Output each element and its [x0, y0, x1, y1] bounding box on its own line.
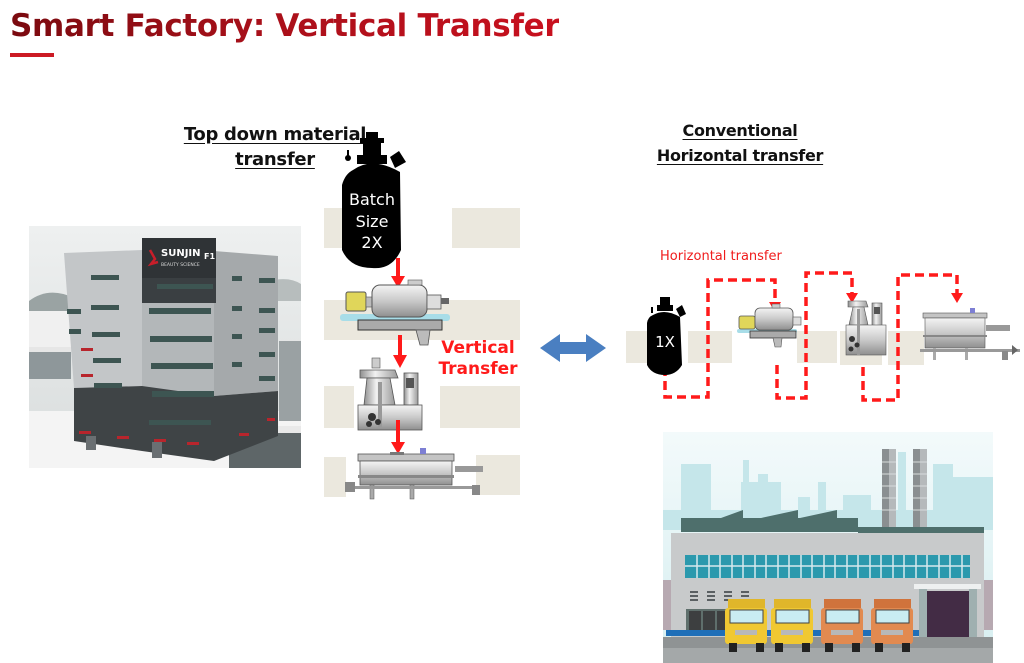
floor-slab: [797, 331, 837, 363]
floor-slab: [888, 331, 924, 365]
storage-tank-icon: [345, 448, 483, 500]
window-grid: [685, 555, 970, 578]
floor-slab: [324, 386, 354, 428]
vertical-transfer-label: Vertical Transfer: [438, 338, 518, 380]
homogenizer-icon: [845, 300, 887, 356]
floor-slab: [452, 208, 520, 248]
storage-tank-icon: [920, 308, 1020, 360]
double-headed-arrow-icon: [540, 334, 606, 362]
title-underline: [10, 53, 54, 57]
floor-slab: [324, 457, 346, 497]
down-arrow-icon: [393, 335, 407, 368]
vertical-label-line2: Transfer: [438, 359, 518, 379]
floor-slab: [688, 331, 732, 363]
factory-with-trucks-illustration: [663, 432, 993, 663]
homogenizer-icon: [357, 357, 423, 431]
horizontal-transfer-label: Horizontal transfer: [660, 249, 782, 264]
vertical-label-line1: Vertical: [441, 338, 515, 358]
reactor-vessel-icon: [342, 132, 406, 269]
floor-slab: [440, 386, 520, 428]
truck-icon: [771, 599, 813, 652]
down-arrow-icon: [391, 420, 405, 454]
truck-icon: [871, 599, 913, 652]
horizontal-mixer-icon: [340, 279, 450, 346]
floor-slab: [324, 208, 342, 248]
reactor-label-line3: 2X: [361, 233, 382, 252]
right-heading-line2: Horizontal transfer: [656, 146, 824, 165]
sign-brand-text: SUNJIN: [161, 248, 201, 259]
garage-door: [927, 591, 969, 637]
reactor-label-line2: Size: [356, 212, 389, 231]
horizontal-transfer-diagram: 1X: [647, 271, 1020, 402]
factory-illustration: [663, 432, 993, 663]
slide-title: Smart Factory: Vertical Transfer: [10, 8, 560, 44]
down-arrow-icon: [391, 258, 405, 288]
reactor-label-line1: Batch: [349, 190, 395, 209]
reactor-1x-label: 1X: [655, 333, 675, 351]
sign-sub-text: BEAUTY SCIENCE: [161, 262, 200, 268]
arrowhead-icon: [846, 293, 858, 303]
building-illustration: SUNJIN BEAUTY SCIENCE F1: [29, 226, 301, 468]
truck-icon: [725, 599, 767, 652]
chimney-icon: [882, 449, 927, 529]
truck-icon: [821, 599, 863, 652]
right-heading: Conventional Horizontal transfer: [640, 118, 840, 168]
arrowhead-icon: [951, 293, 963, 303]
left-heading-line1: Top down material: [183, 124, 367, 145]
factory-building-photo: SUNJIN BEAUTY SCIENCE F1: [29, 226, 301, 468]
floor-slab: [626, 331, 648, 363]
floor-slab: [476, 455, 520, 495]
reactor-vessel-icon: [647, 297, 686, 375]
vertical-transfer-diagram: Batch Size 2X: [340, 132, 483, 500]
left-heading: Top down material transfer: [170, 122, 380, 172]
sign-floor-text: F1: [204, 252, 215, 261]
left-heading-line2: transfer: [235, 149, 315, 170]
horizontal-mixer-icon: [737, 303, 802, 348]
dashed-transfer-path: [663, 271, 959, 402]
right-heading-line1: Conventional: [682, 121, 798, 140]
